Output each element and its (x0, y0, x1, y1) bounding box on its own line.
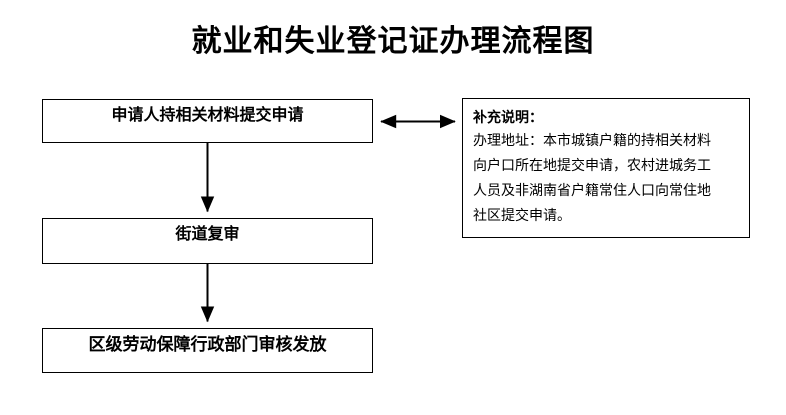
flow-step-apply[interactable]: 申请人持相关材料提交申请 (42, 99, 373, 143)
note-title: 补充说明： (473, 109, 543, 125)
note-line: 向户口所在地提交申请，农村进城务工 (473, 157, 711, 173)
note-line: 社区提交申请。 (473, 207, 571, 223)
supplementary-note-panel[interactable]: 补充说明： 办理地址：本市城镇户籍的持相关材料 向户口所在地提交申请，农村进城务… (462, 98, 750, 238)
flow-step-issue[interactable]: 区级劳动保障行政部门审核发放 (42, 328, 373, 373)
flow-step-street-label: 街道复审 (175, 226, 240, 243)
note-line: 办理地址：本市城镇户籍的持相关材料 (473, 132, 711, 148)
note-line: 人员及非湖南省户籍常住人口向常住地 (473, 182, 711, 198)
flow-step-issue-label: 区级劳动保障行政部门审核发放 (88, 335, 327, 354)
flow-step-apply-label: 申请人持相关材料提交申请 (111, 107, 304, 124)
page-title: 就业和失业登记证办理流程图 (191, 25, 595, 58)
flow-step-street[interactable]: 街道复审 (42, 218, 373, 264)
